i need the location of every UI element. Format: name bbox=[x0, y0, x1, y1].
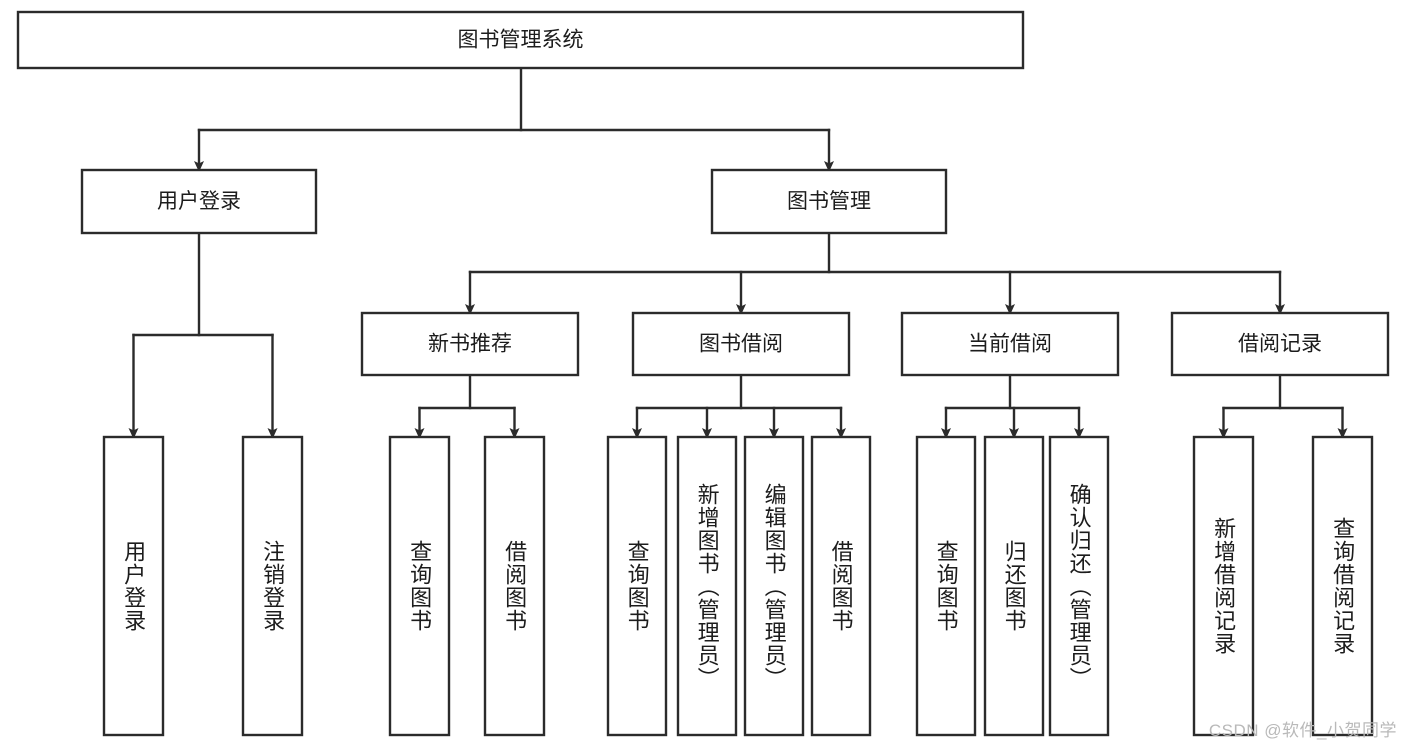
node-box-borrow-record[interactable] bbox=[1170, 311, 1390, 377]
node-box-add-borrow-record[interactable] bbox=[1192, 435, 1255, 737]
node-box-add-book-admin[interactable] bbox=[676, 435, 738, 737]
node-box-query-book-2[interactable] bbox=[606, 435, 668, 737]
node-label-book-manage: 图书管理 bbox=[787, 190, 871, 213]
node-box-borrow-book-2[interactable] bbox=[810, 435, 872, 737]
node-box-layer bbox=[16, 10, 1390, 737]
node-box-borrow-book-1[interactable] bbox=[483, 435, 546, 737]
node-label-user-login: 用户登录 bbox=[157, 190, 241, 213]
node-box-new-book-recommend[interactable] bbox=[360, 311, 580, 377]
node-box-query-borrow-record[interactable] bbox=[1311, 435, 1374, 737]
node-box-root[interactable] bbox=[16, 10, 1025, 70]
node-label-book-borrow: 图书借阅 bbox=[699, 333, 783, 356]
node-box-query-book-3[interactable] bbox=[915, 435, 977, 737]
watermark-text: CSDN @软件_小贺同学 bbox=[1208, 721, 1397, 740]
node-box-edit-book-admin[interactable] bbox=[743, 435, 805, 737]
node-box-user-login[interactable] bbox=[80, 168, 318, 235]
node-box-book-manage[interactable] bbox=[710, 168, 948, 235]
node-label-new-book-recommend: 新书推荐 bbox=[428, 333, 512, 356]
node-label-root: 图书管理系统 bbox=[458, 29, 584, 52]
node-box-user-login-do[interactable] bbox=[102, 435, 165, 737]
node-box-return-book[interactable] bbox=[983, 435, 1045, 737]
node-box-book-borrow[interactable] bbox=[631, 311, 851, 377]
node-box-current-borrow[interactable] bbox=[900, 311, 1120, 377]
node-box-query-book-1[interactable] bbox=[388, 435, 451, 737]
connector-layer bbox=[128, 66, 1348, 440]
node-box-confirm-return-admin[interactable] bbox=[1048, 435, 1110, 737]
node-box-user-logout[interactable] bbox=[241, 435, 304, 737]
node-label-borrow-record: 借阅记录 bbox=[1238, 333, 1322, 356]
node-label-current-borrow: 当前借阅 bbox=[968, 333, 1052, 356]
